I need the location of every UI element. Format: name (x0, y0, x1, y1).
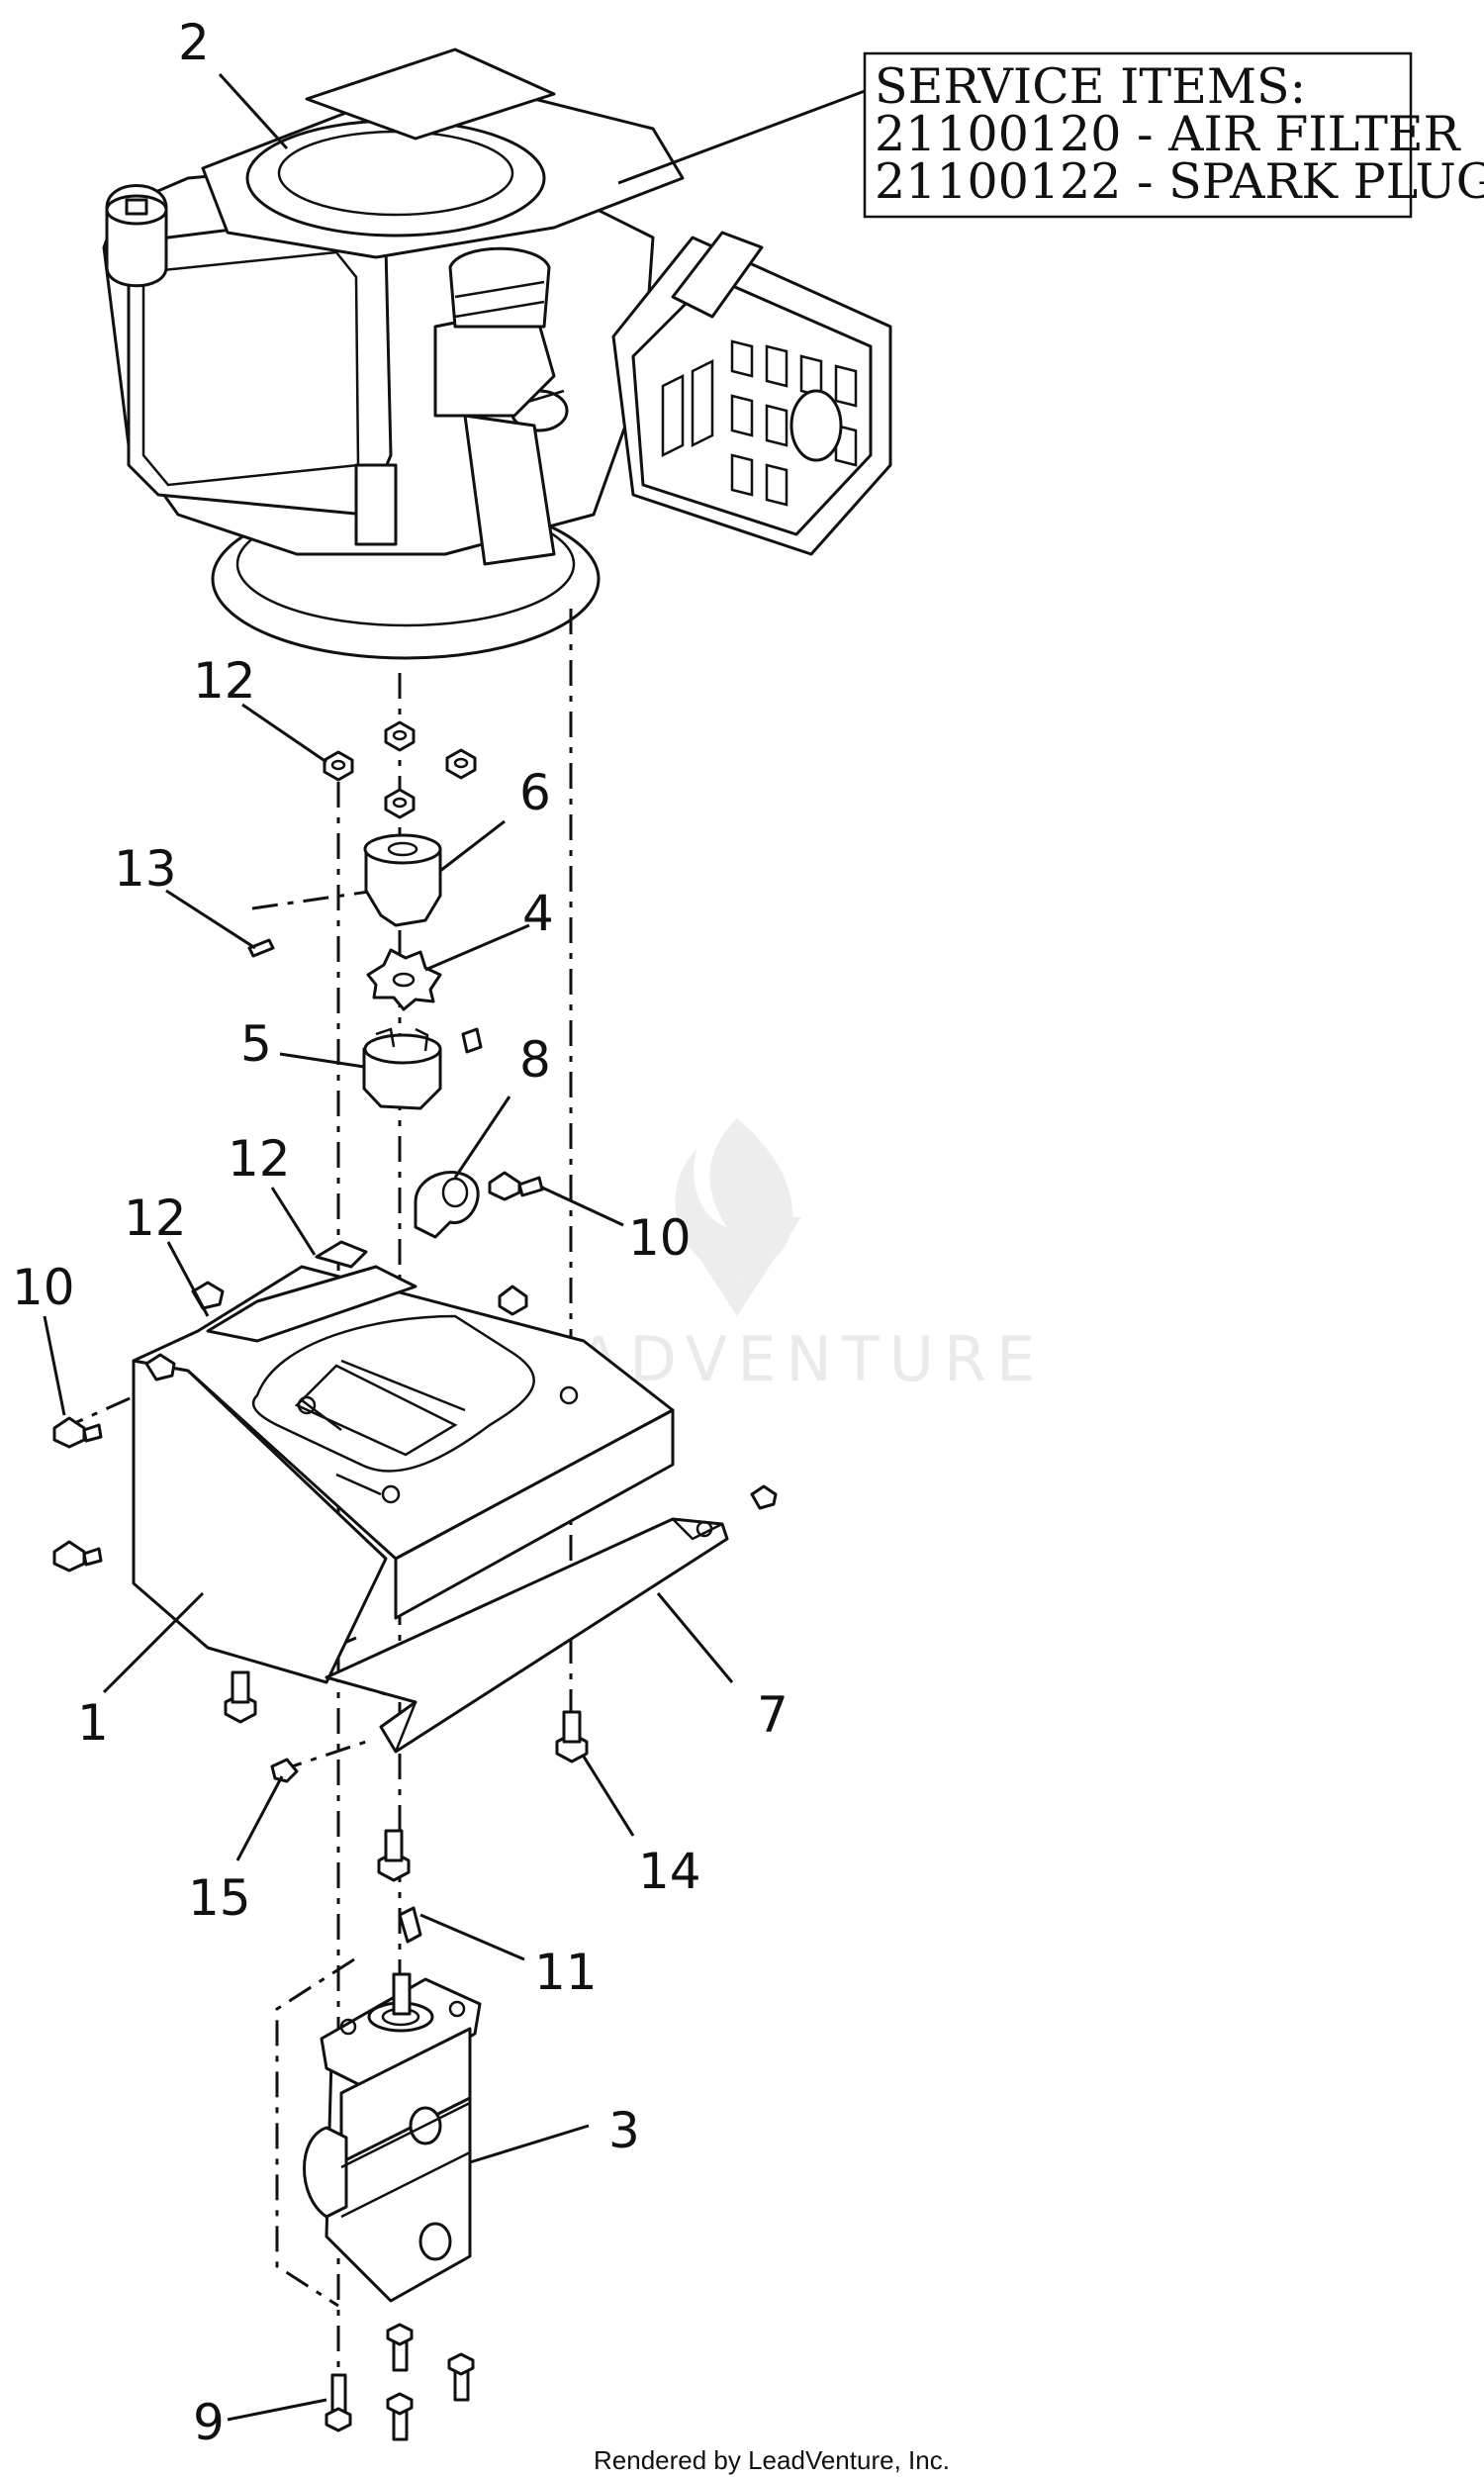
roll-pin (247, 938, 275, 958)
service-spark-plug: 21100122 - SPARK PLUG (875, 153, 1484, 210)
callout-14: 14 (638, 1843, 701, 1900)
callout-11: 11 (534, 1944, 598, 2001)
callout-12-mid: 12 (228, 1130, 291, 1188)
hose-clamp (414, 1171, 480, 1239)
callout-4: 4 (522, 885, 554, 942)
callout-2: 2 (178, 14, 210, 71)
coupler-upper (363, 833, 442, 927)
service-items-box: SERVICE ITEMS: 21100120 - AIR FILTER 211… (617, 51, 1484, 219)
bolts-left (52, 1416, 103, 1572)
hydraulic-pump (303, 1972, 482, 2303)
callout-5: 5 (240, 1015, 272, 1073)
pump-bolts (325, 2323, 475, 2441)
shaft-key (398, 1906, 422, 1944)
coupler-lower (362, 1027, 442, 1110)
leader-lines (43, 72, 734, 2422)
callout-7: 7 (757, 1686, 788, 1744)
callout-13: 13 (114, 840, 177, 898)
callout-6: 6 (519, 764, 551, 821)
callout-10-left: 10 (12, 1259, 75, 1316)
callout-numbers: 2 12 6 13 4 5 8 12 10 12 10 1 7 15 14 11… (12, 14, 788, 2451)
spider-insert (366, 948, 442, 1011)
callout-12-left: 12 (124, 1190, 187, 1247)
callout-12-top: 12 (193, 652, 256, 710)
callout-3: 3 (608, 2102, 640, 2159)
engine-assembly (102, 48, 892, 660)
callout-10-right: 10 (628, 1209, 692, 1267)
service-title: SERVICE ITEMS: (875, 58, 1306, 115)
deflector-bar (325, 1484, 778, 1754)
service-air-filter: 21100120 - AIR FILTER (875, 106, 1462, 162)
callout-15: 15 (188, 1869, 251, 1927)
key-pin (461, 1027, 483, 1054)
callout-9: 9 (193, 2394, 225, 2451)
callout-1: 1 (77, 1694, 109, 1752)
rendered-by-footer: Rendered by LeadVenture, Inc. (594, 2445, 950, 2475)
pump-mount-bracket (132, 1240, 675, 1684)
nuts (323, 720, 477, 819)
callout-8: 8 (519, 1031, 551, 1089)
bolts-lower (224, 1670, 589, 1882)
bolt-clamp (488, 1171, 544, 1201)
